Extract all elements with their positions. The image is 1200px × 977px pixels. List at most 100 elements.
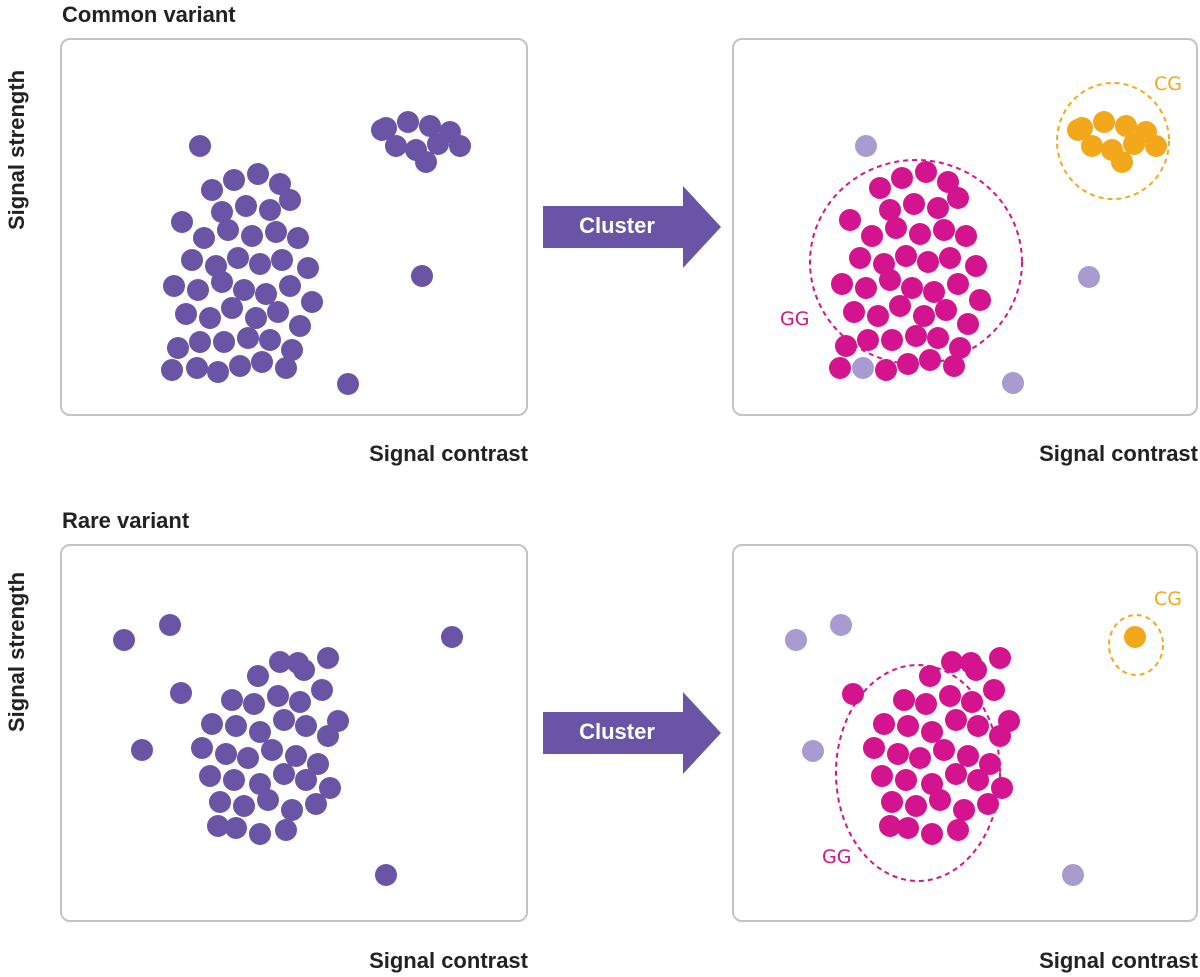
gg-label-common: GG — [780, 308, 810, 330]
point-rare-before — [221, 689, 243, 711]
point-rare-before — [273, 763, 295, 785]
point-common-gg — [955, 225, 977, 247]
point-rare-before — [319, 777, 341, 799]
point-rare-before — [201, 713, 223, 735]
point-common-before — [247, 163, 269, 185]
point-rare-gg — [879, 815, 901, 837]
point-rare-before — [199, 765, 221, 787]
point-common-gg — [839, 209, 861, 231]
point-rare-gg — [909, 747, 931, 769]
point-common-before — [167, 337, 189, 359]
point-common-before — [279, 275, 301, 297]
point-common-before — [287, 227, 309, 249]
point-rare-gg — [895, 769, 917, 791]
point-common-outlier — [1078, 266, 1100, 288]
point-rare-cg — [1124, 626, 1146, 648]
point-rare-gg — [947, 819, 969, 841]
gg-ring-rare — [835, 664, 1001, 882]
point-rare-before — [275, 819, 297, 841]
point-rare-gg — [842, 683, 864, 705]
cluster-arrow-common — [543, 186, 721, 268]
x-axis-label-rare-after: Signal contrast — [1039, 948, 1198, 973]
point-common-gg — [933, 219, 955, 241]
point-rare-outlier — [802, 740, 824, 762]
point-common-before — [419, 115, 441, 137]
point-common-before — [187, 279, 209, 301]
point-common-gg — [949, 337, 971, 359]
point-common-cg — [1123, 133, 1145, 155]
point-common-gg — [927, 327, 949, 349]
point-rare-before — [281, 799, 303, 821]
point-common-gg — [939, 247, 961, 269]
point-common-outlier — [855, 135, 877, 157]
point-common-cg — [1145, 135, 1167, 157]
point-rare-before — [317, 647, 339, 669]
x-axis-label-common-after: Signal contrast — [1039, 441, 1198, 466]
point-common-before — [289, 315, 311, 337]
point-rare-before — [375, 864, 397, 886]
point-common-gg — [935, 299, 957, 321]
point-common-before — [189, 135, 211, 157]
cg-label-rare: CG — [1154, 588, 1182, 610]
cg-ring-rare — [1108, 614, 1164, 676]
point-common-gg — [881, 329, 903, 351]
point-common-before — [221, 297, 243, 319]
point-common-gg — [927, 197, 949, 219]
point-common-gg — [869, 177, 891, 199]
point-common-before — [171, 211, 193, 233]
point-rare-gg — [929, 789, 951, 811]
point-common-gg — [831, 273, 853, 295]
point-common-gg — [867, 305, 889, 327]
point-common-gg — [965, 255, 987, 277]
point-common-gg — [957, 313, 979, 335]
point-common-gg — [903, 193, 925, 215]
point-common-before — [411, 265, 433, 287]
point-rare-before — [215, 743, 237, 765]
point-common-before — [279, 189, 301, 211]
point-common-before — [301, 291, 323, 313]
point-rare-before — [237, 747, 259, 769]
point-common-before — [207, 361, 229, 383]
point-common-gg — [885, 217, 907, 239]
point-rare-before — [257, 789, 279, 811]
point-rare-gg — [881, 791, 903, 813]
point-common-gg — [889, 295, 911, 317]
point-common-before — [397, 111, 419, 133]
point-rare-before — [159, 614, 181, 636]
point-common-before — [217, 219, 239, 241]
point-common-before — [259, 199, 281, 221]
point-rare-gg — [979, 753, 1001, 775]
point-rare-gg — [919, 665, 941, 687]
point-common-before — [427, 133, 449, 155]
point-common-gg — [835, 335, 857, 357]
point-common-cg — [1081, 135, 1103, 157]
point-common-before — [213, 331, 235, 353]
point-rare-gg — [967, 715, 989, 737]
point-rare-gg — [871, 765, 893, 787]
point-common-before — [449, 135, 471, 157]
point-common-before — [161, 359, 183, 381]
point-rare-before — [295, 715, 317, 737]
point-common-gg — [937, 171, 959, 193]
point-common-gg — [875, 359, 897, 381]
point-rare-gg — [863, 737, 885, 759]
point-common-gg — [947, 273, 969, 295]
point-rare-gg — [887, 743, 909, 765]
point-common-gg — [943, 355, 965, 377]
point-common-before — [265, 221, 287, 243]
point-rare-gg — [961, 691, 983, 713]
point-common-gg — [905, 325, 927, 347]
point-rare-outlier — [785, 629, 807, 651]
plot-before-common — [60, 38, 528, 416]
point-common-cg — [1093, 111, 1115, 133]
point-rare-before — [295, 769, 317, 791]
point-rare-before — [307, 753, 329, 775]
point-common-before — [175, 303, 197, 325]
cluster-arrow-label-common: Cluster — [579, 213, 655, 238]
gg-label-rare: GG — [822, 846, 852, 868]
x-axis-label-common-before: Signal contrast — [369, 441, 528, 466]
point-common-before — [233, 279, 255, 301]
point-common-before — [337, 373, 359, 395]
point-rare-gg — [977, 793, 999, 815]
point-common-before — [415, 151, 437, 173]
